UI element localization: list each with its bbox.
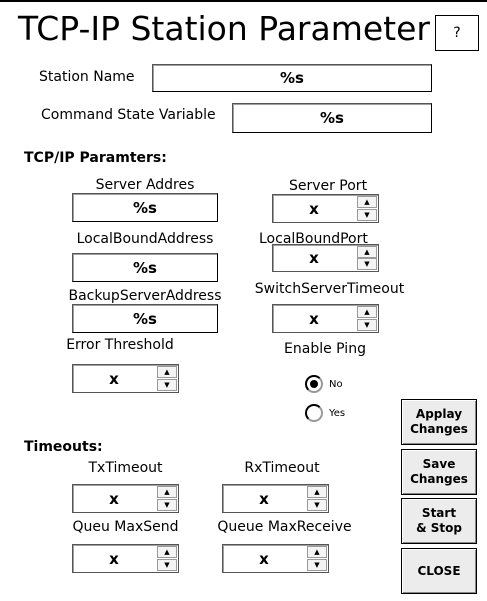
start-stop-label: Start& Stop	[416, 506, 462, 535]
ping-yes-option[interactable]: Yes	[305, 404, 345, 422]
local-bound-port-value: x	[309, 249, 319, 267]
arrow-down-icon[interactable]: ▼	[357, 209, 377, 221]
server-port-value: x	[309, 199, 319, 218]
rx-timeout-stepper[interactable]: x ▲ ▼	[222, 484, 329, 513]
enable-ping-label: Enable Ping	[284, 341, 366, 357]
arrow-up-icon[interactable]: ▲	[307, 546, 327, 558]
queue-max-send-label: Queu MaxSend	[72, 519, 179, 535]
arrow-up-icon[interactable]: ▲	[157, 486, 177, 498]
command-state-variable-field[interactable]: %s	[232, 103, 432, 133]
queue-max-send-value: x	[109, 549, 119, 568]
tx-timeout-stepper[interactable]: x ▲ ▼	[72, 484, 179, 513]
queue-max-receive-stepper[interactable]: x ▲ ▼	[222, 544, 329, 573]
arrow-down-icon[interactable]: ▼	[357, 319, 377, 331]
tx-timeout-value: x	[109, 489, 119, 508]
arrow-up-icon[interactable]: ▲	[357, 246, 377, 258]
radio-unselected-icon[interactable]	[305, 404, 323, 422]
arrow-down-icon[interactable]: ▼	[157, 499, 177, 511]
arrow-up-icon[interactable]: ▲	[157, 546, 177, 558]
local-bound-address-field[interactable]: %s	[72, 253, 218, 282]
close-label: CLOSE	[417, 563, 461, 578]
command-state-variable-label: Command State Variable	[41, 107, 216, 123]
server-port-label: Server Port	[288, 178, 368, 194]
ping-no-label: No	[329, 378, 343, 390]
station-name-label: Station Name	[39, 69, 135, 85]
switch-server-timeout-stepper[interactable]: x ▲ ▼	[272, 304, 379, 333]
local-bound-port-label: LocalBoundPort	[259, 231, 368, 247]
ping-yes-label: Yes	[329, 407, 346, 419]
backup-server-address-field[interactable]: %s	[72, 304, 218, 333]
ping-no-option[interactable]: No	[305, 375, 343, 393]
arrow-up-icon[interactable]: ▲	[357, 196, 377, 208]
page-title: TCP-IP Station Parameter	[18, 9, 430, 48]
arrow-up-icon[interactable]: ▲	[357, 306, 377, 318]
top-border	[0, 0, 487, 2]
backup-server-address-label: BackupServerAddress	[68, 288, 222, 304]
close-button[interactable]: CLOSE	[401, 548, 477, 594]
error-threshold-stepper[interactable]: x ▲ ▼	[72, 364, 179, 393]
arrow-down-icon[interactable]: ▼	[157, 379, 177, 391]
server-address-label: Server Addres	[95, 177, 195, 193]
switch-server-timeout-label: SwitchServerTimeout	[254, 281, 405, 297]
timeouts-section-heading: Timeouts:	[24, 439, 103, 455]
tcpip-section-heading: TCP/IP Paramters:	[24, 150, 167, 166]
server-address-field[interactable]: %s	[72, 193, 218, 222]
queue-max-receive-label: Queue MaxReceive	[217, 519, 352, 535]
queue-max-receive-value: x	[259, 549, 269, 568]
arrow-down-icon[interactable]: ▼	[357, 258, 377, 270]
switch-server-timeout-value: x	[309, 309, 319, 328]
start-stop-button[interactable]: Start& Stop	[401, 498, 477, 544]
arrow-down-icon[interactable]: ▼	[157, 559, 177, 571]
error-threshold-label: Error Threshold	[66, 337, 174, 353]
local-bound-address-label: LocalBoundAddress	[76, 231, 214, 247]
help-button[interactable]: ?	[435, 15, 479, 51]
local-bound-port-stepper[interactable]: x ▲ ▼	[272, 244, 379, 272]
arrow-up-icon[interactable]: ▲	[307, 486, 327, 498]
arrow-up-icon[interactable]: ▲	[157, 366, 177, 378]
error-threshold-value: x	[109, 369, 119, 388]
radio-selected-icon[interactable]	[305, 375, 323, 393]
rx-timeout-value: x	[259, 489, 269, 508]
rx-timeout-label: RxTimeout	[244, 460, 320, 476]
arrow-down-icon[interactable]: ▼	[307, 499, 327, 511]
tx-timeout-label: TxTimeout	[88, 460, 163, 476]
station-name-field[interactable]: %s	[152, 64, 432, 92]
server-port-stepper[interactable]: x ▲ ▼	[272, 194, 379, 223]
arrow-down-icon[interactable]: ▼	[307, 559, 327, 571]
queue-max-send-stepper[interactable]: x ▲ ▼	[72, 544, 179, 573]
